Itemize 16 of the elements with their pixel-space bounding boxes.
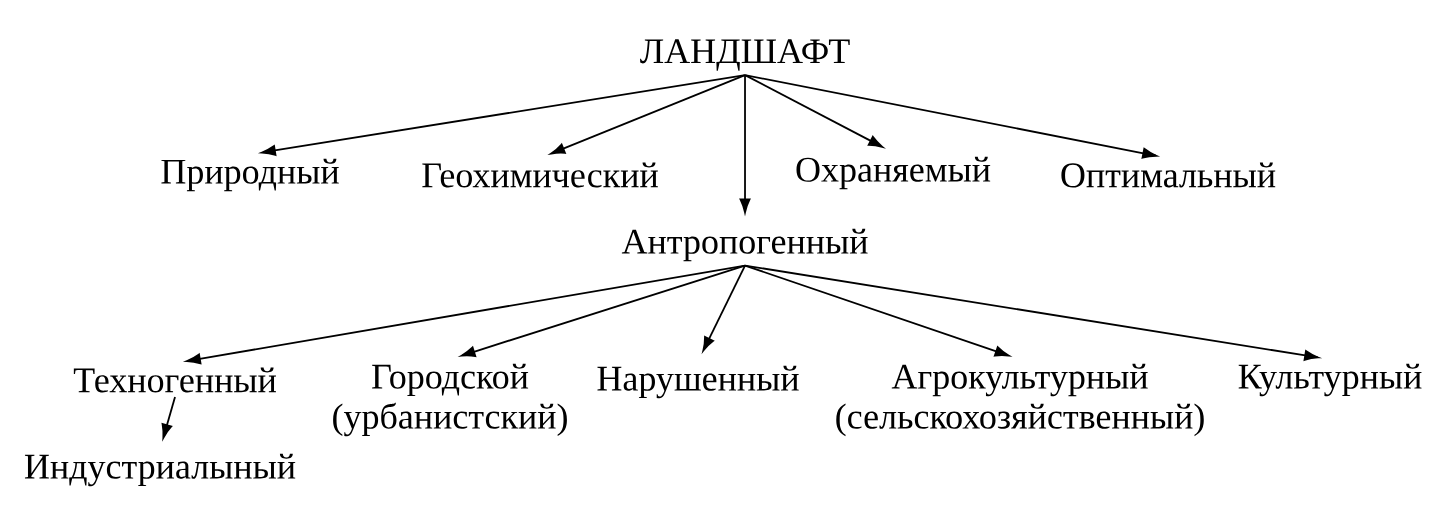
category-label: Нарушенный: [597, 365, 799, 399]
category-label: Антропогенный: [621, 228, 868, 262]
category-label: Городской (урбанистский): [333, 363, 567, 437]
category-label: Культурный: [1238, 363, 1422, 397]
category-label: Техногенный: [73, 367, 276, 393]
category-label: Агрокультурный (сельскохозяйственный): [836, 363, 1204, 437]
category-label: Геохимический: [422, 162, 658, 188]
arrow: [161, 396, 176, 439]
category-label: Охраняемый: [796, 156, 991, 190]
category-label: Природный: [161, 158, 339, 192]
category-label: ЛАНДШАФТ: [640, 39, 850, 71]
arrow: [744, 264, 1319, 361]
category-label: Индустриалыный: [24, 453, 296, 487]
arrow: [261, 74, 746, 156]
category-label: Оптимальный: [1061, 162, 1276, 188]
arrow: [550, 74, 746, 155]
